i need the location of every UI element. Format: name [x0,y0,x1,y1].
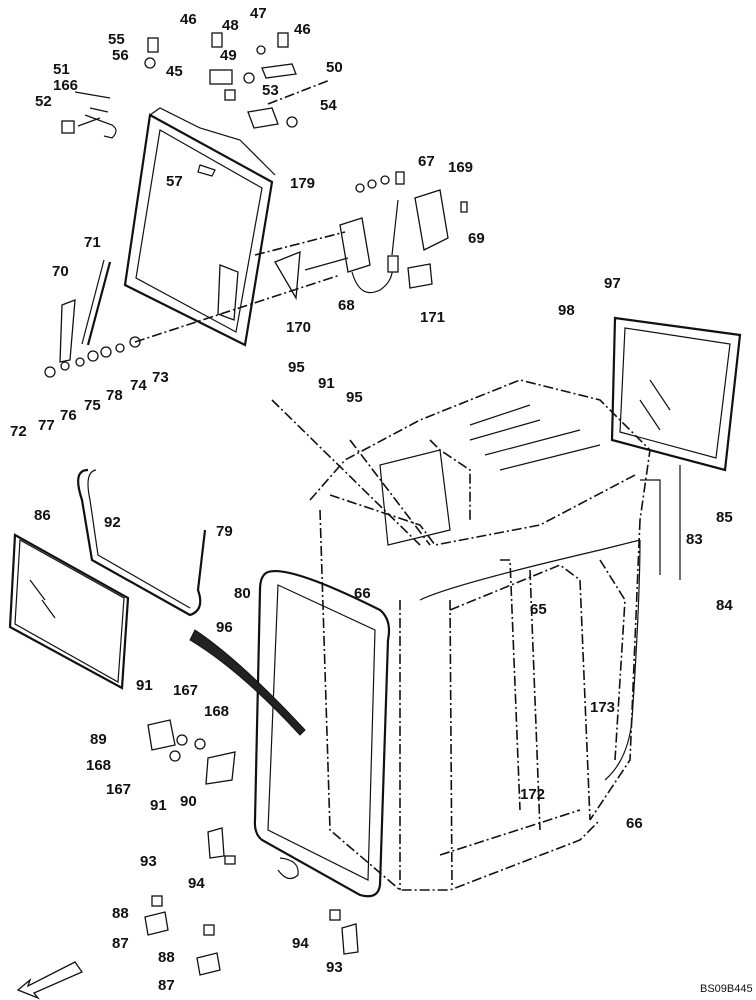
callout-93b: 93 [326,959,343,976]
callout-72: 72 [10,423,27,440]
callout-75: 75 [84,397,101,414]
drawing-code: BS09B445 [700,983,753,995]
callout-77: 77 [38,417,55,434]
callout-170: 170 [286,319,311,336]
callout-92: 92 [104,514,121,531]
callout-52: 52 [35,93,52,110]
callout-179: 179 [290,175,315,192]
callout-83: 83 [686,531,703,548]
upper-front-window [123,107,276,347]
callout-94: 94 [188,875,205,892]
callout-66: 66 [354,585,371,602]
callout-57: 57 [166,173,183,190]
callout-50: 50 [326,59,343,76]
callout-74: 74 [130,377,147,394]
callout-90: 90 [180,793,197,810]
callout-87: 87 [112,935,129,952]
callout-94b: 94 [292,935,309,952]
callout-173: 173 [590,699,615,716]
cab-body [309,379,651,891]
callout-169: 169 [448,159,473,176]
callout-95b: 95 [346,389,363,406]
callout-47: 47 [250,5,267,22]
callout-91c: 91 [150,797,167,814]
callout-167: 167 [173,682,198,699]
callout-88: 88 [112,905,129,922]
callout-69: 69 [468,230,485,247]
callout-91: 91 [318,375,335,392]
callout-67: 67 [418,153,435,170]
rails [419,465,681,781]
callout-86: 86 [34,507,51,524]
callout-45: 45 [166,63,183,80]
upper-leaders [134,79,431,546]
side-window [8,468,207,690]
callout-48: 48 [222,17,239,34]
callout-97: 97 [604,275,621,292]
callout-53: 53 [262,82,279,99]
wiper-arm [44,259,141,378]
callout-93: 93 [140,853,157,870]
callout-70: 70 [52,263,69,280]
callout-96: 96 [216,619,233,636]
wiper-motor-assembly [274,171,468,301]
callout-55: 55 [108,31,125,48]
callout-168: 168 [204,703,229,720]
callout-172: 172 [520,786,545,803]
door-frame [253,570,391,898]
door-latch-hardware [144,719,359,976]
upper-hardware [61,32,298,139]
callout-88b: 88 [158,949,175,966]
callout-80: 80 [234,585,251,602]
callout-87b: 87 [158,977,175,994]
callout-167b: 167 [106,781,131,798]
callout-46b: 46 [294,21,311,38]
callout-56: 56 [112,47,129,64]
callout-84: 84 [716,597,733,614]
callout-76: 76 [60,407,77,424]
callout-54: 54 [320,97,337,114]
callout-79: 79 [216,523,233,540]
callout-labels: 55 56 46 48 47 46 49 45 50 51 166 52 53 … [10,5,733,994]
callout-68: 68 [338,297,355,314]
callout-66b: 66 [626,815,643,832]
callout-95: 95 [288,359,305,376]
callout-171: 171 [420,309,445,326]
callout-168b: 168 [86,757,111,774]
callout-65: 65 [530,601,547,618]
callout-46: 46 [180,11,197,28]
callout-85: 85 [716,509,733,526]
callout-73: 73 [152,369,169,386]
callout-166: 166 [53,77,78,94]
rear-window [610,316,742,472]
callout-98: 98 [558,302,575,319]
gas-strut [189,629,306,736]
direction-arrow [16,961,83,1000]
callout-49: 49 [220,47,237,64]
callout-91b: 91 [136,677,153,694]
callout-51: 51 [53,61,70,78]
callout-71: 71 [84,234,101,251]
callout-89: 89 [90,731,107,748]
callout-78: 78 [106,387,123,404]
